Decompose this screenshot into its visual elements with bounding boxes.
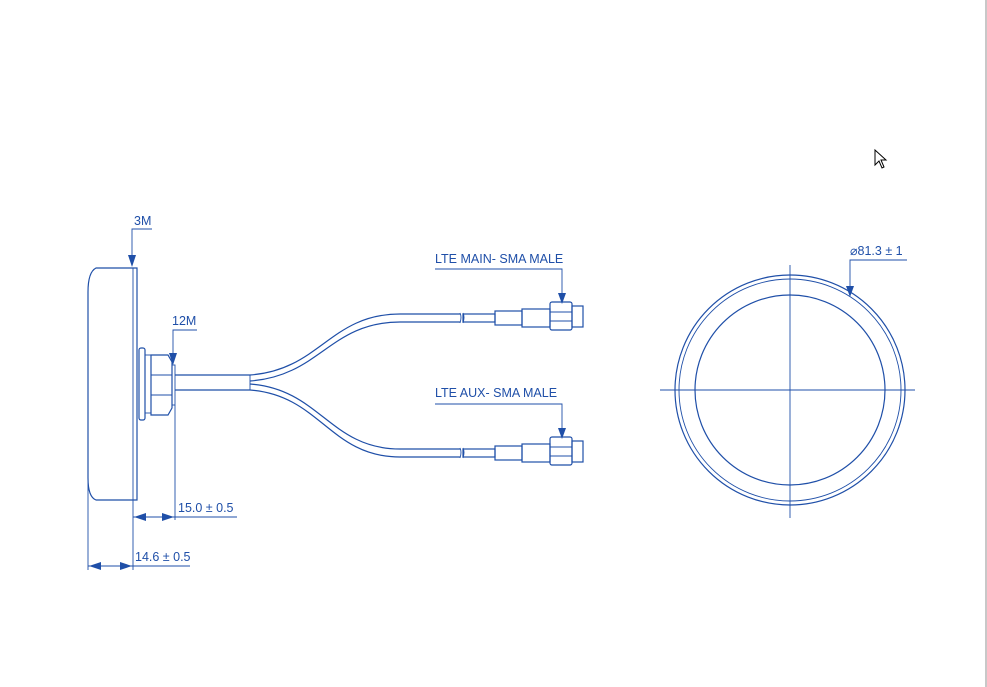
cable-assembly [175, 313, 460, 458]
dimension-diameter: ⌀81.3 ± 1 [846, 244, 907, 297]
dimension-14-6: 14.6 ± 0.5 [87, 478, 191, 570]
label-12m: 12M [172, 314, 196, 328]
leader-3m: 3M [128, 214, 152, 267]
leader-12m: 12M [169, 314, 197, 365]
label-main-connector: LTE MAIN- SMA MALE [435, 252, 563, 266]
leader-main: LTE MAIN- SMA MALE [435, 252, 566, 304]
label-diameter: ⌀81.3 ± 1 [850, 244, 903, 258]
leader-aux: LTE AUX- SMA MALE [435, 386, 566, 439]
mouse-cursor-icon [874, 148, 888, 169]
aux-sma-connector [459, 436, 584, 466]
label-15: 15.0 ± 0.5 [178, 501, 234, 515]
main-sma-connector [459, 301, 584, 331]
label-14-6: 14.6 ± 0.5 [135, 550, 191, 564]
antenna-top-view [660, 265, 915, 518]
label-aux-connector: LTE AUX- SMA MALE [435, 386, 557, 400]
mounting-nut [138, 347, 176, 421]
window-edge [985, 0, 987, 687]
label-3m: 3M [134, 214, 151, 228]
dimension-15: 15.0 ± 0.5 [132, 405, 237, 570]
antenna-body-side-view [87, 267, 138, 501]
